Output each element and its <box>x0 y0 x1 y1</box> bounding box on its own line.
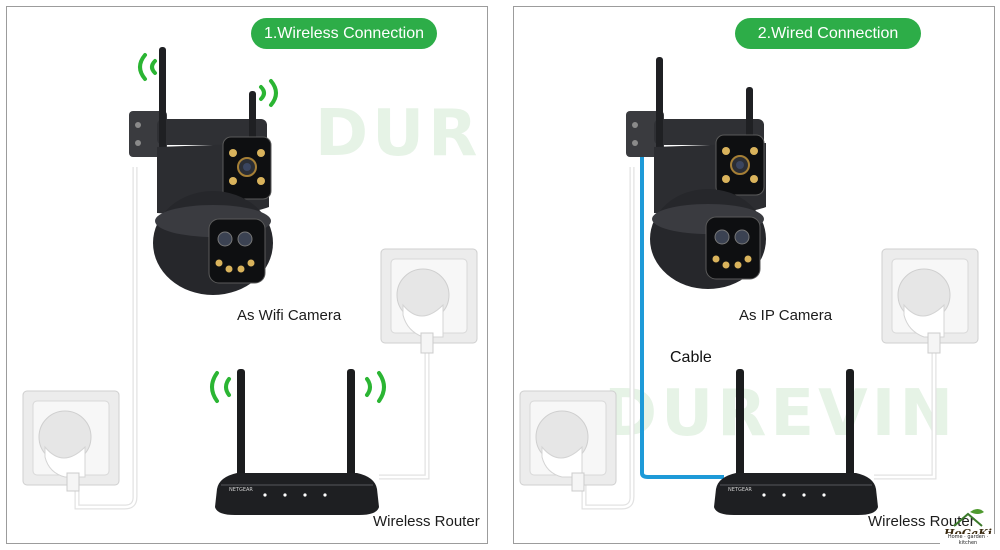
hogaki-logo: HoGaKi Home · garden · kitchen <box>940 506 996 546</box>
cable-label: Cable <box>670 349 712 366</box>
wall-outlet-left <box>22 390 120 492</box>
router-power-cable <box>379 352 430 480</box>
router-power-cable <box>874 352 937 480</box>
wireless-router-label: Wireless Router <box>868 513 975 530</box>
wall-outlet-left <box>519 390 617 492</box>
wired-connection-title: 2.Wired Connection <box>735 18 921 49</box>
router-wifi-left-icon <box>210 371 231 403</box>
router-brand-text: NETGEAR <box>229 487 253 493</box>
ptz-camera <box>129 47 273 295</box>
wall-outlet-right <box>380 248 478 354</box>
camera-wifi-left-icon <box>138 53 157 81</box>
wired-illustration: NETGEAR <box>519 57 979 515</box>
wall-outlet-right <box>881 248 979 354</box>
camera-wifi-right-icon <box>259 79 278 107</box>
wired-connection-panel: DUREVIN <box>513 6 995 544</box>
ip-camera-label: As IP Camera <box>739 307 833 324</box>
house-leaf-icon <box>953 509 984 527</box>
wireless-illustration: NETGEAR <box>22 47 478 515</box>
brand-watermark: DUREVIN <box>604 377 957 451</box>
ptz-camera <box>626 57 766 289</box>
router-wifi-right-icon <box>365 371 386 403</box>
router-brand-text: NETGEAR <box>728 487 752 493</box>
wireless-router-label: Wireless Router <box>373 513 480 530</box>
wireless-connection-title: 1.Wireless Connection <box>251 18 437 49</box>
wireless-connection-panel: DUREVIN <box>6 6 488 544</box>
network-cable <box>640 147 724 479</box>
wireless-router: NETGEAR <box>215 369 379 515</box>
wifi-camera-label: As Wifi Camera <box>237 307 342 324</box>
wireless-router: NETGEAR <box>714 369 878 515</box>
logo-tagline: Home · garden · kitchen <box>940 534 996 546</box>
brand-watermark: DUREVIN <box>315 97 487 171</box>
